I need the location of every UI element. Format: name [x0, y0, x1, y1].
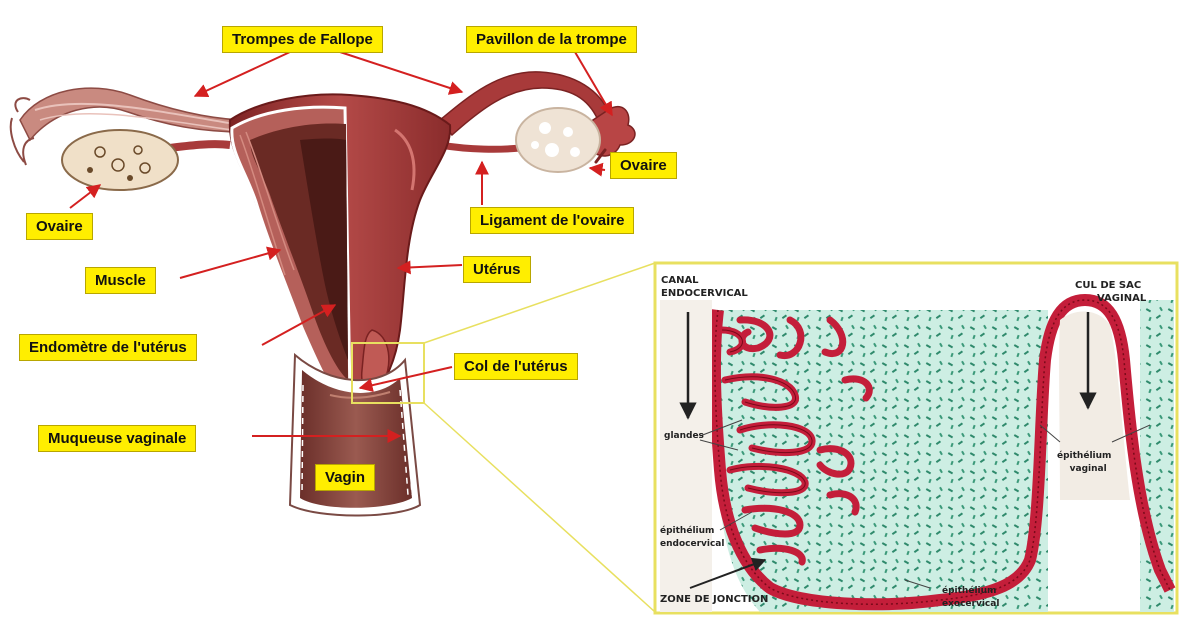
zoom-connector-top — [424, 263, 655, 343]
histo-label-epithelium-endocervical: épithélium endocervical — [660, 525, 724, 551]
histo-label-glandes: glandes — [664, 430, 704, 443]
histo-cul-line2: VAGINAL — [1075, 292, 1146, 305]
histo-canal-line2: ENDOCERVICAL — [661, 287, 748, 300]
histo-label-cul-de-sac-vaginal: CUL DE SAC VAGINAL — [1075, 279, 1146, 305]
histo-label-epithelium-exocervical: épithélium exocervical — [942, 585, 999, 611]
label-ligament-de-l-ovaire: Ligament de l'ovaire — [470, 207, 634, 234]
histo-epi-exo-line2: exocervical — [942, 598, 999, 611]
label-trompes-de-fallope: Trompes de Fallope — [222, 26, 383, 53]
zoom-connector-bottom — [424, 403, 655, 612]
label-pavillon-de-la-trompe: Pavillon de la trompe — [466, 26, 637, 53]
label-vagin: Vagin — [315, 464, 375, 491]
uterus — [230, 94, 450, 398]
histo-epi-endo-line1: épithélium — [660, 525, 724, 538]
histo-label-canal-endocervical: CANAL ENDOCERVICAL — [661, 274, 748, 300]
histo-epi-vag-line1: épithélium — [1057, 450, 1111, 463]
histo-cul-line1: CUL DE SAC — [1075, 279, 1146, 292]
label-uterus: Utérus — [463, 256, 531, 283]
histo-epi-vag-line2: vaginal — [1057, 463, 1111, 476]
histo-canal-line1: CANAL — [661, 274, 748, 287]
histo-epi-endo-line2: endocervical — [660, 538, 724, 551]
label-muscle: Muscle — [85, 267, 156, 294]
label-muqueuse-vaginale: Muqueuse vaginale — [38, 425, 196, 452]
left-ovary — [62, 130, 230, 190]
histo-label-epithelium-vaginal: épithélium vaginal — [1057, 450, 1111, 476]
histology-inset — [655, 263, 1177, 613]
label-col-de-l-uterus: Col de l'utérus — [454, 353, 578, 380]
label-ovaire-left: Ovaire — [26, 213, 93, 240]
label-ovaire-right: Ovaire — [610, 152, 677, 179]
label-endometre: Endomètre de l'utérus — [19, 334, 197, 361]
histo-label-zone-de-jonction: ZONE DE JONCTION — [660, 593, 768, 606]
histo-epi-exo-line1: épithélium — [942, 585, 999, 598]
